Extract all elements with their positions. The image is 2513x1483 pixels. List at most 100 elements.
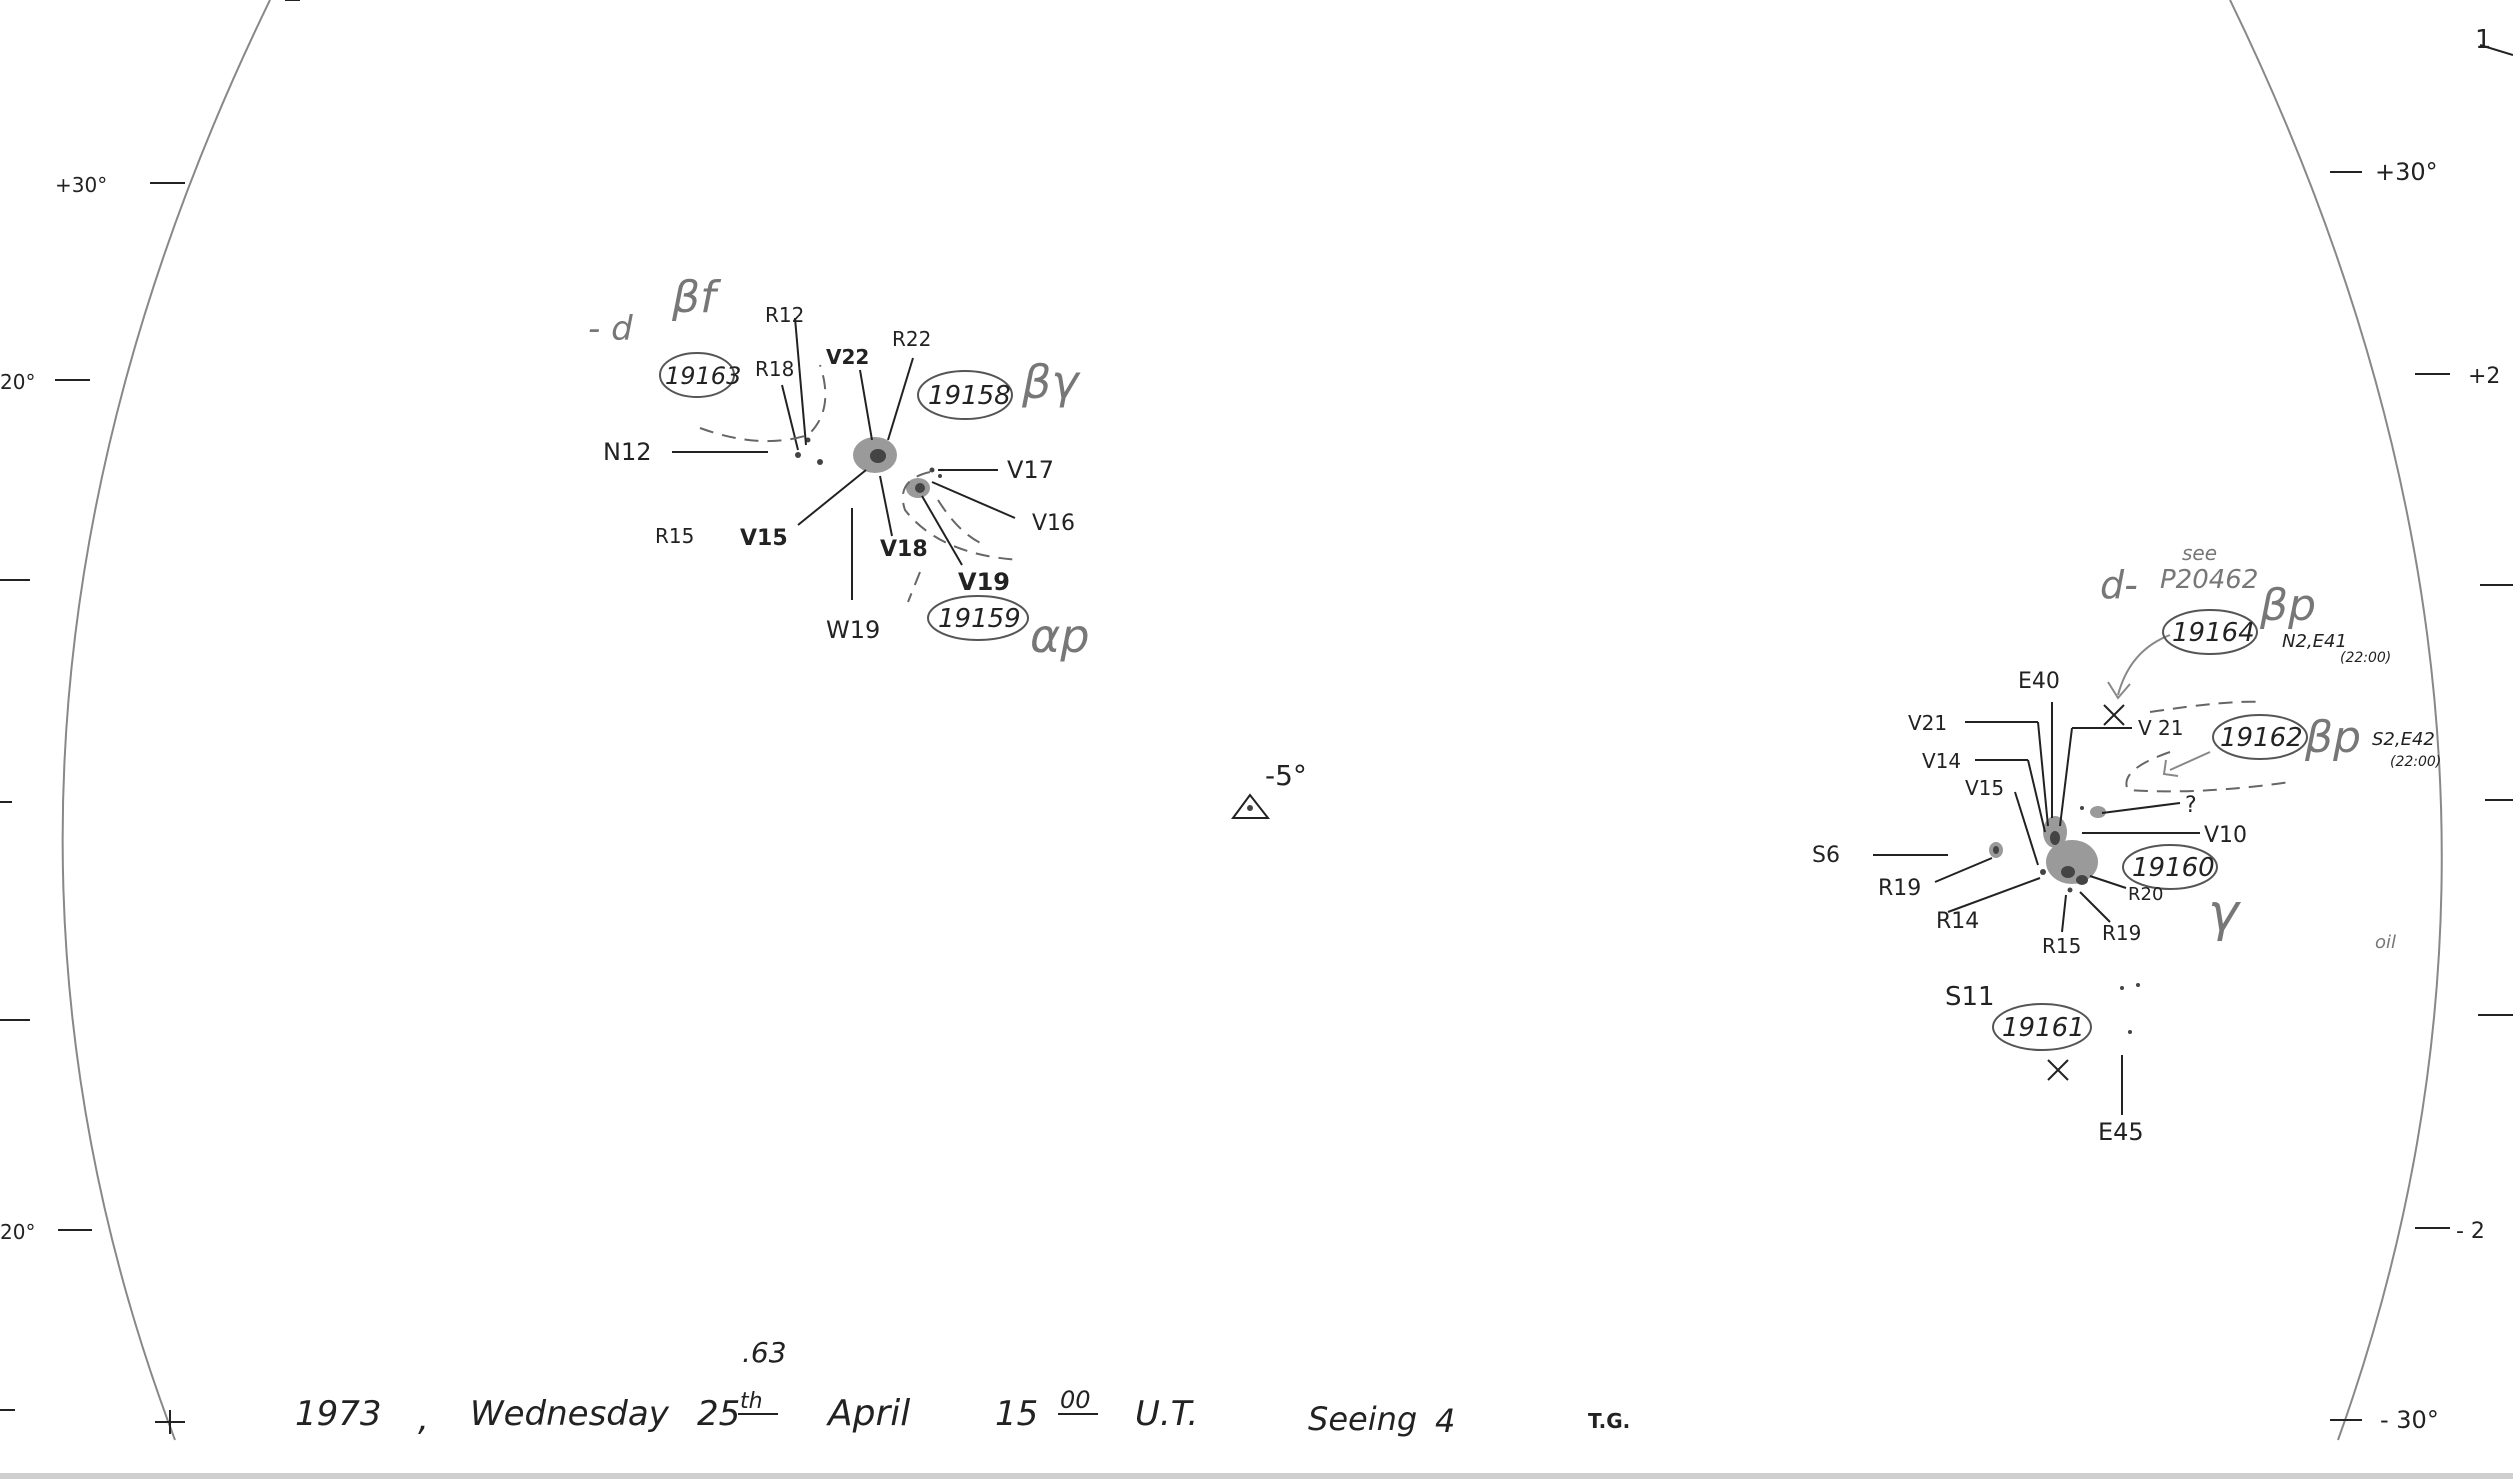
umbra-main-b1	[2061, 866, 2075, 878]
cross-marker-top-icon	[2103, 704, 2125, 726]
region-oval-19160	[2122, 844, 2218, 890]
label-r14: R14	[1936, 909, 1979, 934]
pore-b5	[2128, 1030, 2132, 1034]
axis-label-left-m20: 20°	[0, 1220, 35, 1244]
region-19164: 19164	[2172, 618, 2255, 648]
region-oval-19164	[2162, 609, 2258, 655]
leader-v18	[879, 475, 893, 537]
leader-v21-right-drop	[2059, 727, 2073, 827]
pore-a2	[817, 459, 823, 465]
leader-r22	[887, 357, 914, 441]
label-r22: R22	[892, 327, 931, 351]
umbra-s6	[1993, 846, 1999, 854]
region-oval-19159	[927, 595, 1029, 641]
pore-b1	[2040, 869, 2046, 875]
label-s6: S6	[1812, 843, 1840, 868]
label-v18: V18	[880, 537, 928, 562]
label-e40: E40	[2018, 669, 2060, 694]
label-v22: V22	[826, 345, 869, 369]
leader-v19	[921, 495, 963, 566]
arrow-19162-line	[2169, 751, 2211, 771]
region-19158: 19158	[928, 381, 1011, 411]
prefix-a: - d	[588, 309, 633, 349]
leader-question	[2101, 802, 2181, 814]
footer-month: April	[826, 1393, 910, 1434]
footer-weekday: Wednesday	[470, 1394, 670, 1434]
axis-label-left-20: 20°	[0, 370, 35, 394]
label-w19: W19	[826, 616, 880, 644]
leader-r12	[794, 317, 807, 446]
class-19159: αp	[1030, 609, 1090, 663]
dashed-boundary-a4	[907, 571, 921, 603]
question-mark: ?	[2185, 793, 2197, 818]
note-see: see	[2182, 541, 2217, 565]
right-axis: +30° +2 - 2 - 30° 1	[2330, 25, 2513, 1434]
umbra-lead-b	[2050, 831, 2060, 845]
region-19161: 19161	[2002, 1013, 2085, 1043]
extra-19164: N2,E41	[2282, 631, 2347, 652]
class-19160: γ	[2208, 883, 2242, 943]
axis-label-left-30: +30°	[55, 173, 107, 197]
pore-a4	[929, 467, 935, 473]
label-v14: V14	[1922, 749, 1961, 773]
region-oval-19162	[2212, 714, 2308, 760]
footer-year: 1973	[295, 1394, 382, 1434]
class-19163: βf	[671, 272, 722, 323]
label-v21-right: V 21	[2138, 716, 2184, 740]
left-axis: +30° 20° 20°	[0, 0, 300, 1434]
leader-v15-b	[2014, 791, 2039, 866]
label-r15: R15	[655, 524, 694, 548]
arrow-19164-curve	[2117, 634, 2171, 696]
footer-observer: T.G.	[1588, 1409, 1630, 1433]
label-r12: R12	[765, 303, 804, 327]
triangle-marker-icon	[1231, 793, 1271, 819]
arrow-19164-head-icon	[2107, 681, 2131, 700]
label-v21-left: V21	[1908, 711, 1947, 735]
footer-caption: 1973 , Wednesday 25 th .63 April 15 00 U…	[295, 1336, 1630, 1440]
leader-r14	[1947, 877, 2041, 913]
time-19162: (22:00)	[2390, 754, 2441, 770]
extra-19162: S2,E42	[2372, 729, 2435, 750]
label-n12: N12	[603, 438, 652, 466]
left-limb-arc	[61, 0, 271, 1441]
center-marker-label: -5°	[1265, 759, 1307, 792]
arrow-19162-head-icon	[2162, 759, 2179, 777]
footer-day: 25	[697, 1394, 740, 1434]
sunspot-group-right: d- see P20462 19164 βp N2,E41 (22:00) 19…	[1812, 541, 2441, 1146]
cross-marker-bottom-icon	[2047, 1059, 2069, 1081]
footer-timezone: U.T.	[1135, 1394, 1198, 1434]
footer-hour: 15	[995, 1394, 1038, 1434]
umbra-main-b2	[2076, 875, 2088, 885]
label-v16: V16	[1032, 511, 1075, 536]
footer-day-suffix: th	[740, 1389, 763, 1414]
label-r19-right: R19	[2102, 921, 2141, 945]
class-19162: βp	[2304, 712, 2361, 763]
pore-b2	[2067, 887, 2073, 893]
tick-right-corner	[2479, 44, 2513, 56]
dashed-boundary-a2	[901, 471, 1021, 561]
footer-comma: ,	[418, 1399, 429, 1439]
leader-r19-right	[2079, 891, 2111, 923]
label-v15: V15	[740, 526, 788, 551]
label-v19: V19	[958, 568, 1010, 596]
region-19160: 19160	[2132, 853, 2215, 883]
leader-v22	[859, 369, 873, 441]
oil-note: oil	[2375, 932, 2396, 953]
pore-b3	[2080, 806, 2084, 810]
label-v10: V10	[2204, 823, 2247, 848]
dashed-boundary-a1	[699, 364, 827, 443]
leader-r18	[781, 384, 799, 451]
axis-label-right-30: +30°	[2375, 158, 2438, 186]
right-limb-arc	[2229, 0, 2443, 1441]
footer-seeing-value: 4	[1435, 1402, 1455, 1440]
label-r19-left: R19	[1878, 876, 1921, 901]
pore-a5	[938, 474, 942, 478]
axis-label-right-m20: - 2	[2456, 1219, 2485, 1244]
dashed-boundary-b1	[2149, 700, 2261, 713]
penumbra-main-b	[2046, 840, 2098, 884]
leader-r19-left	[1934, 857, 1993, 883]
label-r15-b: R15	[2042, 934, 2081, 958]
leader-v16	[931, 481, 1016, 519]
center-marker: -5°	[1231, 759, 1307, 819]
